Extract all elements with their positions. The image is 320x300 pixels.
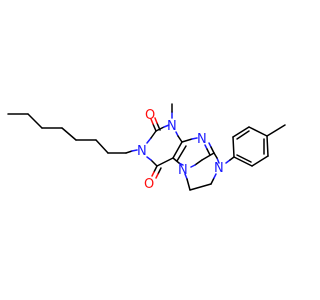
tolyl-group (225, 124, 286, 167)
pyrimidinedione-ring (146, 124, 187, 167)
nitrogen-bridge-label: N (178, 163, 188, 178)
nitrogen-imine-label: N (197, 132, 207, 147)
nitrogen-octyl-label: N (137, 144, 147, 159)
oxygen-lower-label: O (144, 177, 154, 192)
nitrogen-methyl-label: N (167, 119, 177, 134)
dihydroimidazole-ring (184, 152, 220, 191)
oxygen-upper-label: O (145, 108, 155, 123)
structure-drawing: N N N N N O O (7, 103, 286, 192)
molecule-canvas: N N N N N O O (7, 103, 286, 192)
nitrogen-aryl-label: N (214, 161, 224, 176)
carbonyl-groups (150, 117, 162, 179)
imidazole-ring (172, 137, 215, 168)
octyl-chain (7, 113, 138, 154)
